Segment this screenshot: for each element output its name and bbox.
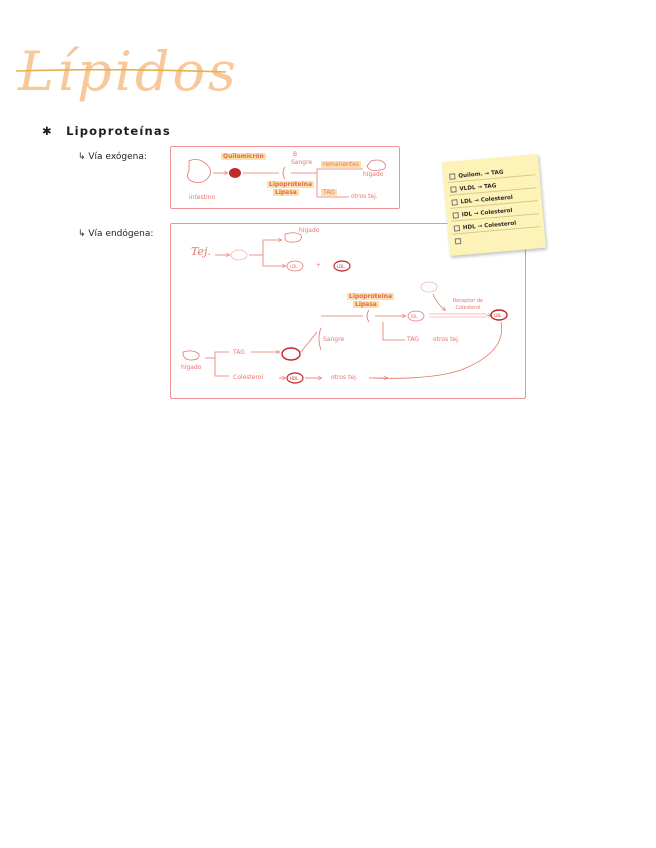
endogena-label: ↳ Vía endógena:: [78, 229, 154, 239]
otros-tej-low-label: otros tej.: [331, 374, 358, 381]
higado-label: hígado: [363, 171, 384, 178]
lipasa-label-2: Lipasa: [353, 301, 379, 308]
higado-top-label: hígado: [299, 227, 320, 234]
checkbox-icon: [453, 225, 461, 232]
otros-tej-mid-label: otros tej.: [433, 336, 460, 343]
receptor-label: Receptor de Colesterol: [452, 298, 484, 311]
endogena-diagram: Tej. hígado LDL + LDL Lipoproteína Lipas…: [170, 223, 526, 399]
plus-label: +: [316, 262, 322, 269]
bullet-icon: ✱: [42, 124, 53, 138]
hdl-label: HDL: [290, 376, 299, 381]
vldl-label: VLDL: [284, 352, 295, 357]
section-heading-text: Lipoproteínas: [66, 124, 171, 138]
b-label: B: [293, 151, 298, 158]
sangre-label: Sangre: [291, 159, 313, 166]
note-item: [454, 238, 465, 245]
tag-low-label: TAG: [233, 349, 245, 356]
checkbox-icon: [450, 186, 457, 193]
quilomicron-label: Quilomicrón: [221, 153, 266, 160]
tag-mid-label: TAG: [407, 336, 419, 343]
exogena-arrows: [187, 159, 386, 198]
remanentes-label: remanentes: [321, 161, 362, 168]
colesterol-label: Colesterol: [233, 374, 264, 381]
lipoproteina-label-2: Lipoproteína: [347, 293, 394, 300]
section-heading: ✱ Lipoproteínas: [42, 124, 171, 138]
exogena-diagram: intestino Quilomicrón B Sangre remanente…: [170, 146, 400, 209]
checkbox-icon: [454, 238, 462, 245]
sangre-label-2: Sangre: [323, 336, 345, 343]
ldl-2-label: LDL: [337, 264, 345, 269]
otros-tej-label: otros tej.: [351, 193, 378, 200]
sticky-note: Quilom. → TAG VLDL → TAG LDL → Colestero…: [442, 153, 546, 257]
lipasa-label: Lipasa: [273, 189, 299, 196]
tej-label: Tej.: [191, 245, 211, 258]
tag-label: TAG: [321, 189, 337, 196]
checkbox-icon: [449, 173, 456, 180]
ldl-1-label: LDL: [290, 264, 298, 269]
checkbox-icon: [451, 199, 458, 206]
higado-bottom-label: hígado: [181, 364, 202, 371]
idl-label: IDL: [411, 314, 418, 319]
lipoproteina-label: Lipoproteína: [267, 181, 314, 188]
page-title-block: Lípidos: [14, 40, 236, 120]
endogena-arrows: [182, 232, 508, 384]
checkbox-icon: [452, 212, 460, 219]
intestino-label: intestino: [189, 194, 216, 201]
ldl-3-label: LDL: [494, 313, 502, 318]
title-strike-line: [15, 68, 227, 73]
exogena-label: ↳ Vía exógena:: [78, 152, 147, 162]
